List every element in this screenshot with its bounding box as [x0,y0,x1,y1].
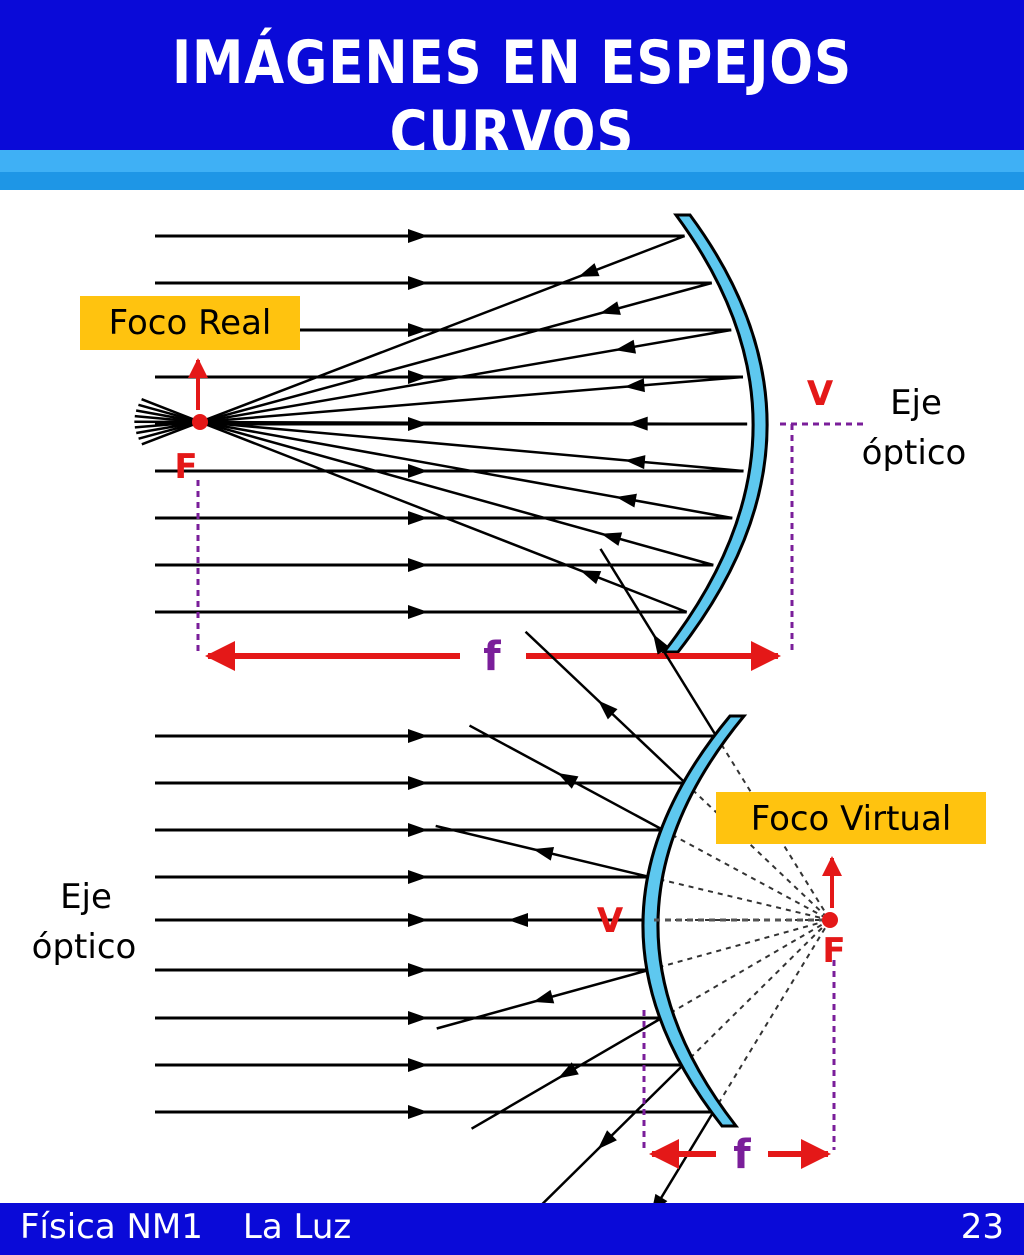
reflected-ray-bottom [541,1064,685,1203]
reflected-ray-top [141,398,688,614]
focus-letter-bottom: F [822,931,845,971]
focal-length-label-top: f [483,634,501,680]
reflected-arrow-top [624,455,646,470]
reflected-arrow-bottom [557,1062,579,1079]
incident-rays-bottom [155,729,717,1119]
reflected-arrow-top [578,263,600,277]
ray-arrow-top [408,276,428,290]
virtual-extension-bottom [712,919,831,1113]
ray-arrow-top [408,323,428,337]
ray-arrow-top [408,605,428,619]
ray-arrow-top [408,464,428,478]
virtual-extension-bottom [649,876,831,921]
reflected-ray-top [138,403,714,567]
axis-label-bottom-line1: Eje [60,877,112,917]
reflected-arrow-top [601,532,623,546]
reflected-arrow-top [615,339,637,354]
ray-arrow-top [408,511,428,525]
focus-label-bg-top [80,296,300,350]
reflected-arrow-top [624,378,645,393]
focus-label-bg-bottom [716,792,986,844]
reflected-arrow-bottom [653,633,670,655]
reflected-arrow-top [580,570,602,585]
reflected-arrow-top [599,301,621,315]
vertex-letter-bottom: V [597,901,624,941]
mirrors-diagram: f F V Foco Real Eje óptico f F V Foco Vi… [32,213,986,1203]
reflected-rays-bottom [435,548,718,1203]
focus-point-bottom [822,912,838,928]
reflected-arrow-bottom [508,913,528,927]
footer-left: Física NM1 La Luz [20,1207,351,1247]
ray-arrow-bottom [408,913,428,927]
ray-arrow-top [408,370,428,384]
header-stripe-light [0,150,1024,172]
focus-label-top: Foco Real [109,303,272,343]
focus-letter-top: F [174,447,197,487]
footer-subject: Física NM1 [20,1207,203,1247]
virtual-extension-bottom [715,735,831,921]
focus-point-top [192,414,208,430]
reflected-arrow-bottom [533,989,555,1004]
concave-mirror-diagram: f F V Foco Real Eje óptico [80,213,967,680]
reflected-arrow-bottom [557,773,579,789]
virtual-extension-bottom [682,919,831,1066]
ray-arrow-bottom [408,776,428,790]
focal-length-label-bottom: f [733,1132,751,1178]
ray-arrow-bottom [408,823,428,837]
ray-arrow-bottom [408,1058,428,1072]
ray-arrow-top [408,558,428,572]
reflected-arrow-bottom [532,846,555,861]
header-stripe-mid [0,172,1024,190]
reflected-arrow-bottom [597,1130,617,1150]
reflected-ray-top [134,375,744,429]
virtual-extension-bottom [661,919,831,1019]
virtual-extension-bottom [662,829,831,921]
page-title: IMÁGENES EN ESPEJOS CURVOS [171,28,853,168]
header-bar: IMÁGENES EN ESPEJOS CURVOS [0,0,1024,168]
footer-page-number: 23 [960,1207,1004,1247]
virtual-extension-bottom [684,782,831,921]
reflected-arrow-top [615,493,637,508]
reflected-arrow-top [627,416,648,431]
reflected-rays-top [134,234,748,614]
axis-label-top-line1: Eje [890,383,942,423]
reflected-arrow-bottom [651,1193,668,1203]
axis-label-top-line2: óptico [862,433,967,473]
ray-arrow-bottom [408,1105,428,1119]
vertex-letter-top: V [807,374,834,414]
ray-arrow-bottom [408,963,428,977]
convex-mirror [641,714,748,1128]
concave-mirror [660,213,769,654]
ray-arrow-bottom [408,1011,428,1025]
virtual-extension-bottom [648,919,831,971]
ray-arrow-bottom [408,870,428,884]
footer-bar: Física NM1 La Luz 23 [0,1203,1024,1255]
focus-label-bottom: Foco Virtual [751,799,952,839]
axis-label-bottom-line2: óptico [32,927,137,967]
footer-topic: La Luz [242,1207,352,1247]
ray-arrow-top [408,229,428,243]
reflected-ray-bottom [656,1111,715,1203]
ray-arrow-bottom [408,729,428,743]
convex-mirror-diagram: f F V Foco Virtual Eje óptico [32,548,986,1203]
reflected-arrow-bottom [598,700,618,720]
